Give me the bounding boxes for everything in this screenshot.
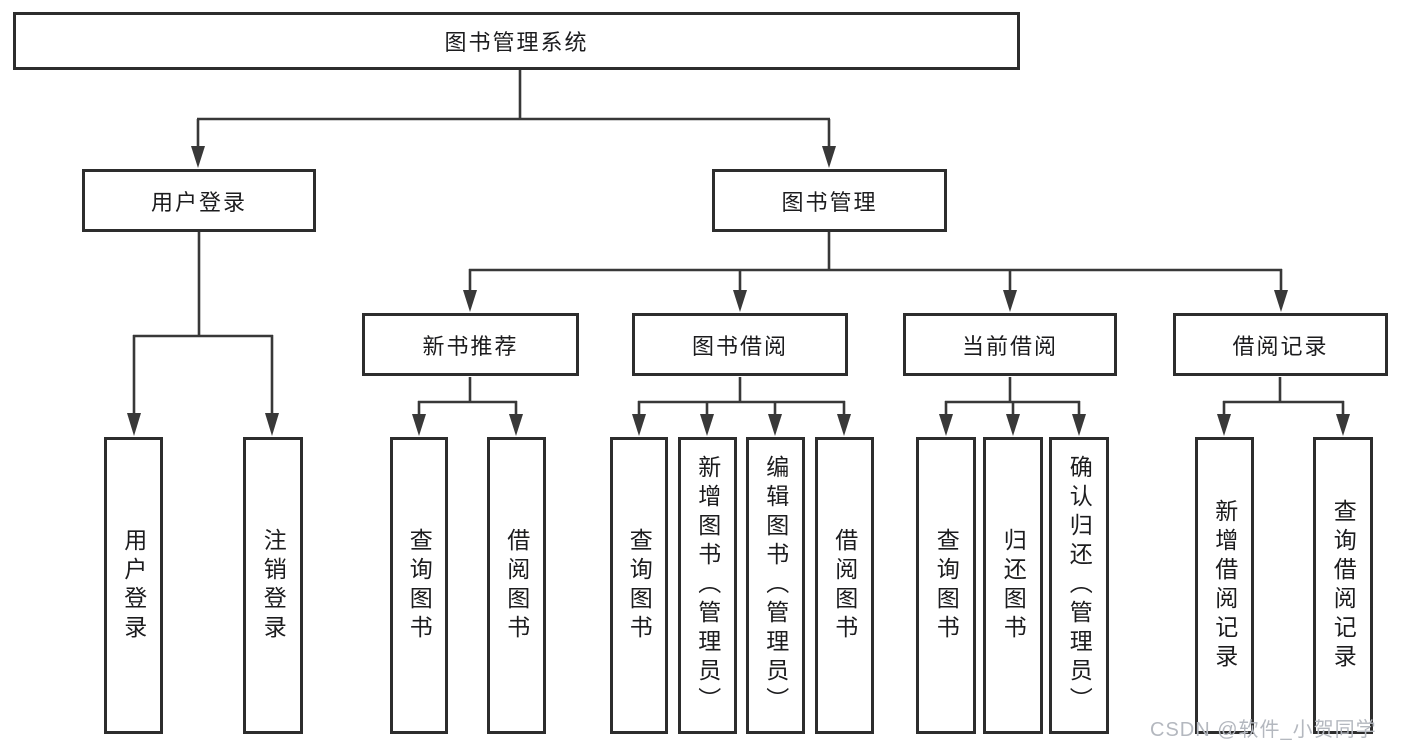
leaf-borrow-query-books-label: 查询图书 — [626, 527, 653, 644]
leaf-current-query-books: 查询图书 — [916, 437, 976, 734]
leaf-records-query-record: 查询借阅记录 — [1313, 437, 1373, 734]
node-borrow-records-label: 借阅记录 — [1232, 333, 1329, 359]
leaf-current-return-books-label: 归还图书 — [1000, 527, 1027, 644]
node-book-borrow: 图书借阅 — [632, 313, 848, 376]
node-current-borrow: 当前借阅 — [903, 313, 1117, 376]
leaf-borrow-edit-books-admin-label: 编辑图书（管理员） — [762, 455, 789, 716]
node-new-book-recommend-label: 新书推荐 — [422, 333, 519, 359]
node-new-book-recommend: 新书推荐 — [362, 313, 579, 376]
leaf-borrow-borrow-books-label: 借阅图书 — [831, 527, 858, 644]
leaf-user-login-label: 用户登录 — [120, 527, 147, 644]
leaf-recommend-borrow-books: 借阅图书 — [487, 437, 546, 734]
node-library-system: 图书管理系统 — [13, 12, 1020, 70]
leaf-recommend-borrow-books-label: 借阅图书 — [503, 527, 530, 644]
node-current-borrow-label: 当前借阅 — [961, 333, 1058, 359]
leaf-logout: 注销登录 — [243, 437, 303, 734]
node-book-management-label: 图书管理 — [781, 189, 878, 215]
leaf-records-add-record: 新增借阅记录 — [1195, 437, 1254, 734]
leaf-current-confirm-return-admin: 确认归还（管理员） — [1049, 437, 1109, 734]
leaf-user-login: 用户登录 — [104, 437, 163, 734]
leaf-records-query-record-label: 查询借阅记录 — [1330, 498, 1357, 673]
node-borrow-records: 借阅记录 — [1173, 313, 1388, 376]
node-book-borrow-label: 图书借阅 — [691, 333, 788, 359]
node-user-login: 用户登录 — [82, 169, 316, 232]
leaf-current-query-books-label: 查询图书 — [933, 527, 960, 644]
node-user-login-label: 用户登录 — [150, 189, 247, 215]
leaf-borrow-borrow-books: 借阅图书 — [815, 437, 874, 734]
leaf-current-confirm-return-admin-label: 确认归还（管理员） — [1066, 455, 1093, 716]
leaf-borrow-query-books: 查询图书 — [610, 437, 668, 734]
watermark-text: CSDN @软件_小贺同学 — [1150, 719, 1377, 741]
leaf-recommend-query-books-label: 查询图书 — [406, 527, 433, 644]
leaf-records-add-record-label: 新增借阅记录 — [1211, 498, 1238, 673]
leaf-current-return-books: 归还图书 — [983, 437, 1043, 734]
node-library-system-label: 图书管理系统 — [444, 30, 589, 55]
leaf-logout-label: 注销登录 — [260, 527, 287, 644]
node-book-management: 图书管理 — [712, 169, 947, 232]
leaf-borrow-edit-books-admin: 编辑图书（管理员） — [746, 437, 805, 734]
leaf-borrow-add-books-admin-label: 新增图书（管理员） — [694, 455, 721, 716]
leaf-borrow-add-books-admin: 新增图书（管理员） — [678, 437, 737, 734]
leaf-recommend-query-books: 查询图书 — [390, 437, 448, 734]
